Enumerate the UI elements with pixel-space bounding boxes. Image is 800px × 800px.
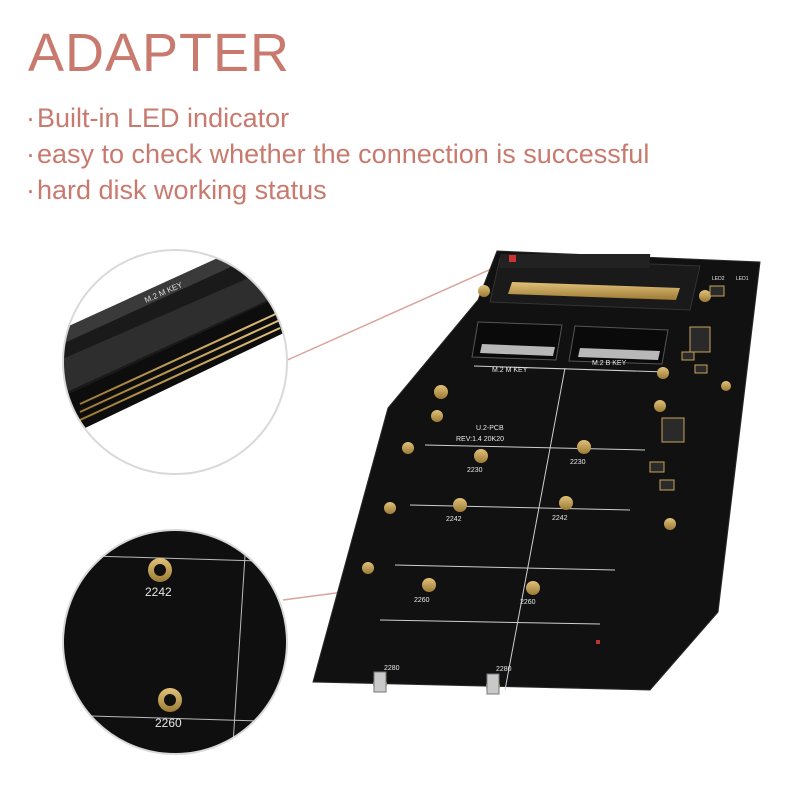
led-label: LED2 <box>712 276 725 282</box>
zoom-ring-top <box>62 249 288 475</box>
feature-text: hard disk working status <box>37 175 327 205</box>
feature-list: ·Built-in LED indicator ·easy to check w… <box>26 100 649 208</box>
size-label: 2242 <box>552 515 568 522</box>
zoom-ring-bottom <box>62 529 288 755</box>
board-revision-label: REV:1.4 20K20 <box>456 436 504 443</box>
zoom-size-label: 2260 <box>155 716 182 730</box>
bullet-marker: · <box>26 139 35 169</box>
size-label: 2230 <box>570 459 586 466</box>
led-label: LED1 <box>736 276 749 282</box>
zoom-size-label: 2242 <box>145 585 172 599</box>
feature-item: ·hard disk working status <box>26 172 649 208</box>
size-label: 2260 <box>520 599 536 606</box>
zoom-connector-detail: M.2 M KEY <box>63 250 287 474</box>
screw <box>373 671 387 693</box>
feature-text: easy to check whether the connection is … <box>37 139 650 169</box>
bullet-marker: · <box>26 103 35 133</box>
title: ADAPTER <box>28 23 291 83</box>
size-label: 2280 <box>496 666 512 673</box>
screw <box>486 673 500 695</box>
feature-item: ·easy to check whether the connection is… <box>26 136 649 172</box>
slot-label-m-key: M.2 M KEY <box>492 367 528 374</box>
feature-item: ·Built-in LED indicator <box>26 100 649 136</box>
pcb-board: M.2 M KEY M.2 B KEY U.2-PCB REV:1.4 20K2… <box>312 250 761 695</box>
size-label: 2230 <box>467 467 483 474</box>
size-label: 2280 <box>384 665 400 672</box>
slot-label-b-key: M.2 B KEY <box>592 360 627 367</box>
feature-text: Built-in LED indicator <box>37 103 290 133</box>
size-label: 2242 <box>446 516 462 523</box>
size-label: 2260 <box>414 597 430 604</box>
callout-line-top <box>282 256 519 363</box>
board-model-label: U.2-PCB <box>476 425 504 432</box>
bullet-marker: · <box>26 175 35 205</box>
